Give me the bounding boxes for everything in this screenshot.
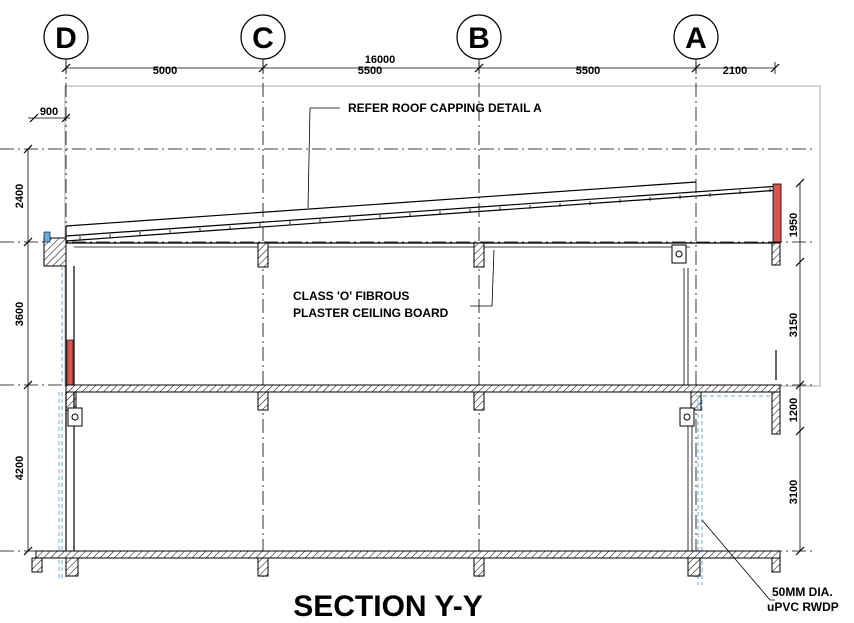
leader-roof-capping [307,107,340,209]
left-overhang-dimension [28,113,71,123]
right-wall-ground [679,400,703,585]
dim-ground-floor-right: 3100 [788,480,800,504]
ground-stub-left [31,557,43,573]
dim-upper-floor-left: 3600 [14,302,26,326]
grid-label-c: C [252,22,274,55]
column-stub-a-upper [771,242,781,266]
column-stub-b-first [473,391,485,411]
ground-stub-d [65,557,79,577]
left-vertical-dimension-chain [23,144,33,556]
dim-bay-dc: 5000 [153,65,177,77]
ground-slab [35,550,781,559]
note-roof-capping: REFER ROOF CAPPING DETAIL A [348,101,542,115]
dim-overhang-left: 900 [40,106,58,118]
right-vertical-dimension-chain [795,178,805,556]
note-rwdp-line2: uPVC RWDP [767,600,839,614]
first-floor-slab [65,384,781,393]
grid-label-a: A [685,22,707,55]
leader-ceiling-board [470,249,495,307]
reference-frame [64,85,821,387]
roof-capping-red [772,183,782,243]
note-ceiling-line2: PLASTER CEILING BOARD [293,306,449,320]
note-ceiling-line1: CLASS 'O' FIBROUS [293,289,409,303]
column-stub-a-first [690,391,702,411]
dim-parapet-right: 1200 [788,398,800,422]
grid-label-b: B [468,22,490,55]
dim-ground-floor-left: 4200 [14,456,26,480]
ground-stub-c [257,557,269,577]
dim-roof-left-height: 2400 [14,184,26,208]
dim-bay-cb: 5500 [358,65,382,77]
right-parapet-first [771,391,781,435]
section-title: SECTION Y-Y [293,590,483,623]
right-wall-upper [671,244,777,385]
column-stub-c-first [257,391,269,411]
ground-stub-right [771,557,781,573]
column-stub-b-upper [473,242,485,268]
column-stub-c-upper [257,242,269,268]
dim-upper-floor-right: 3150 [788,313,800,337]
dim-roof-right-height: 1950 [788,213,800,237]
ground-stub-b [473,557,485,577]
dim-bay-ba: 5500 [576,65,600,77]
dim-overall: 16000 [365,54,396,66]
grid-bubble-b: B [456,14,502,60]
top-dimension-chain [61,62,780,74]
left-wall-upper [61,266,75,386]
left-gutter-upper [43,231,67,267]
leader-rwdp [701,519,775,601]
ground-stub-a [687,557,701,577]
grid-bubble-d: D [43,14,89,60]
grid-label-d: D [55,22,77,55]
note-rwdp-line1: 50MM DIA. [772,585,833,599]
sloped-roof [65,181,781,242]
grid-bubble-c: C [240,14,286,60]
grid-bubble-a: A [673,14,719,60]
left-wall-ground [58,392,83,580]
dim-overhang-right: 2100 [723,65,747,77]
